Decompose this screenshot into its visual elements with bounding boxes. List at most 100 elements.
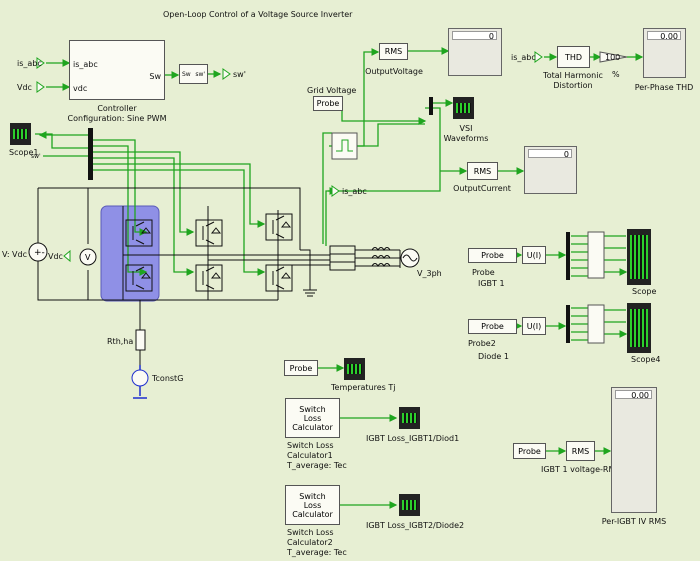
controller-label: Controller	[97, 104, 137, 113]
controller-config-label: Configuration: Sine PWM	[67, 114, 167, 123]
controller-block[interactable]: is_abc vdc Sw	[69, 40, 165, 100]
dc-source-icon[interactable]	[28, 242, 48, 262]
controller-port-vdc: vdc	[73, 84, 88, 93]
output-voltage-value: 0	[452, 31, 497, 41]
ui-block-2-text: U(I)	[526, 322, 542, 331]
power-wires	[37, 187, 401, 365]
thd-label-line1: Total Harmonic	[543, 71, 603, 80]
loss1-scope-icon[interactable]	[399, 407, 420, 429]
loss2-out-label: IGBT Loss_IGBT2/Diode2	[366, 521, 465, 530]
loss1-label-1: Switch Loss	[287, 441, 334, 450]
gain-triangle[interactable]	[599, 51, 628, 63]
signal-wires	[35, 47, 644, 509]
thd-display[interactable]: 0.00	[643, 28, 686, 78]
loss2-label-2: Calculator2	[287, 538, 333, 547]
loss1-label-3: T_average: Tec	[287, 461, 347, 470]
probe-diode1-label: Probe2	[468, 339, 496, 348]
probe-diode1-text: Probe	[481, 322, 504, 331]
grid-voltage-probe-text: Probe	[316, 99, 340, 108]
sw-goto-label: sw'	[233, 70, 246, 79]
loss2-block-line2: Loss	[303, 501, 322, 510]
grid-source-label: V_3ph	[417, 269, 442, 278]
thd-block-text: THD	[564, 53, 583, 62]
sw-demux-bar	[88, 128, 93, 180]
rms-output-voltage-text: RMS	[384, 47, 403, 56]
scope1-icon[interactable]	[10, 123, 31, 145]
rms-output-voltage-block[interactable]: RMS	[379, 43, 408, 60]
temperatures-scope-icon[interactable]	[344, 358, 365, 380]
svg-text:V: V	[85, 253, 91, 262]
loss2-scope-icon[interactable]	[399, 494, 420, 516]
vsi-label-line2: Waveforms	[443, 134, 489, 143]
probe-igbt1-block[interactable]: Probe	[468, 248, 517, 263]
igbt-rms-probe-block[interactable]: Probe	[513, 443, 546, 459]
output-current-display[interactable]: 0	[524, 146, 577, 194]
probe1-demux-bar	[566, 232, 570, 280]
thd-display-value: 0.00	[647, 31, 681, 41]
is-abc-goto-label: is_abc	[342, 187, 367, 196]
thd-display-label: Per-Phase THD	[634, 83, 694, 92]
sw-convert-out: sw'	[195, 71, 205, 78]
rms-output-current-text: RMS	[473, 167, 492, 176]
loss-calculator-1-block[interactable]: Switch Loss Calculator	[285, 398, 340, 438]
temperature-probe-text: Probe	[289, 364, 313, 373]
loss2-block-line3: Calculator	[292, 510, 333, 519]
scope4-label: Scope4	[631, 355, 661, 364]
loss-calculator-2-block[interactable]: Switch Loss Calculator	[285, 485, 340, 525]
ui-block-2[interactable]: U(I)	[522, 317, 546, 335]
scope1-label: Scope1	[9, 148, 39, 157]
vsi-label-line1: VSI	[459, 124, 473, 133]
voltmeter-icon[interactable]	[79, 248, 97, 266]
probe-diode1-block[interactable]: Probe	[468, 319, 517, 334]
page-title: Open-Loop Control of a Voltage Source In…	[163, 10, 353, 19]
igbt-rms-block[interactable]: RMS	[566, 441, 595, 461]
loss1-block-line1: Switch	[299, 405, 326, 414]
rth-resistor[interactable]	[135, 329, 146, 351]
scope1-goto-label: sw'	[31, 153, 41, 160]
temperature-probe-block[interactable]: Probe	[284, 360, 318, 376]
loss2-block-line1: Switch	[299, 492, 326, 501]
grid-voltage-label: Grid Voltage	[307, 86, 357, 95]
tags	[36, 51, 543, 263]
thd-gain-value: 100	[605, 53, 621, 62]
scope-icon[interactable]	[627, 229, 651, 285]
igbt-rms-probe-text: Probe	[518, 447, 541, 456]
sw-convert-block[interactable]: Sw sw'	[179, 64, 208, 84]
scope-label: Scope	[632, 287, 657, 296]
grid-voltage-probe[interactable]: Probe	[313, 96, 343, 111]
vdc-goto-label: Vdc	[48, 252, 63, 261]
output-current-value: 0	[528, 149, 572, 159]
probe-diode1-sub: Diode 1	[478, 352, 509, 361]
ground-icon	[303, 289, 317, 297]
thd-block[interactable]: THD	[557, 46, 590, 68]
svg-text:+-: +-	[34, 248, 45, 258]
output-current-label: OutputCurrent	[453, 184, 511, 193]
input-vdc-label: Vdc	[17, 83, 32, 92]
igbt-rms-display-label: Per-IGBT IV RMS	[601, 517, 667, 526]
rms-output-current-block[interactable]: RMS	[467, 162, 498, 180]
loss2-label-3: T_average: Tec	[287, 548, 347, 557]
tconst-source-icon[interactable]	[131, 369, 149, 387]
probe-igbt1-sub: IGBT 1	[478, 279, 505, 288]
igbt-switches	[125, 213, 293, 292]
input-is-abc-label: is_abc	[17, 59, 42, 68]
scope4-icon[interactable]	[627, 303, 651, 353]
output-voltage-display[interactable]: 0	[448, 28, 502, 76]
thd-unit-label: %	[612, 70, 620, 79]
igbt-rms-block-text: RMS	[571, 447, 590, 456]
loss1-out-label: IGBT Loss_IGBT1/Diod1	[366, 434, 460, 443]
rth-label: Rth,ha	[107, 337, 134, 346]
loss1-label-2: Calculator1	[287, 451, 333, 460]
dc-source-label: V: Vdc	[2, 250, 28, 259]
probe-igbt1-label: Probe	[472, 268, 495, 277]
output-voltage-label: OutputVoltage	[365, 67, 423, 76]
igbt-rms-display[interactable]: 0.00	[611, 387, 657, 513]
ui-block-1[interactable]: U(I)	[522, 246, 546, 264]
igbt-rms-display-value: 0.00	[615, 390, 652, 400]
controller-port-is-abc: is_abc	[73, 60, 98, 69]
loss1-block-line3: Calculator	[292, 423, 333, 432]
loss2-label-1: Switch Loss	[287, 528, 334, 537]
vsi-scope-icon[interactable]	[453, 97, 474, 119]
inductors	[371, 247, 391, 267]
